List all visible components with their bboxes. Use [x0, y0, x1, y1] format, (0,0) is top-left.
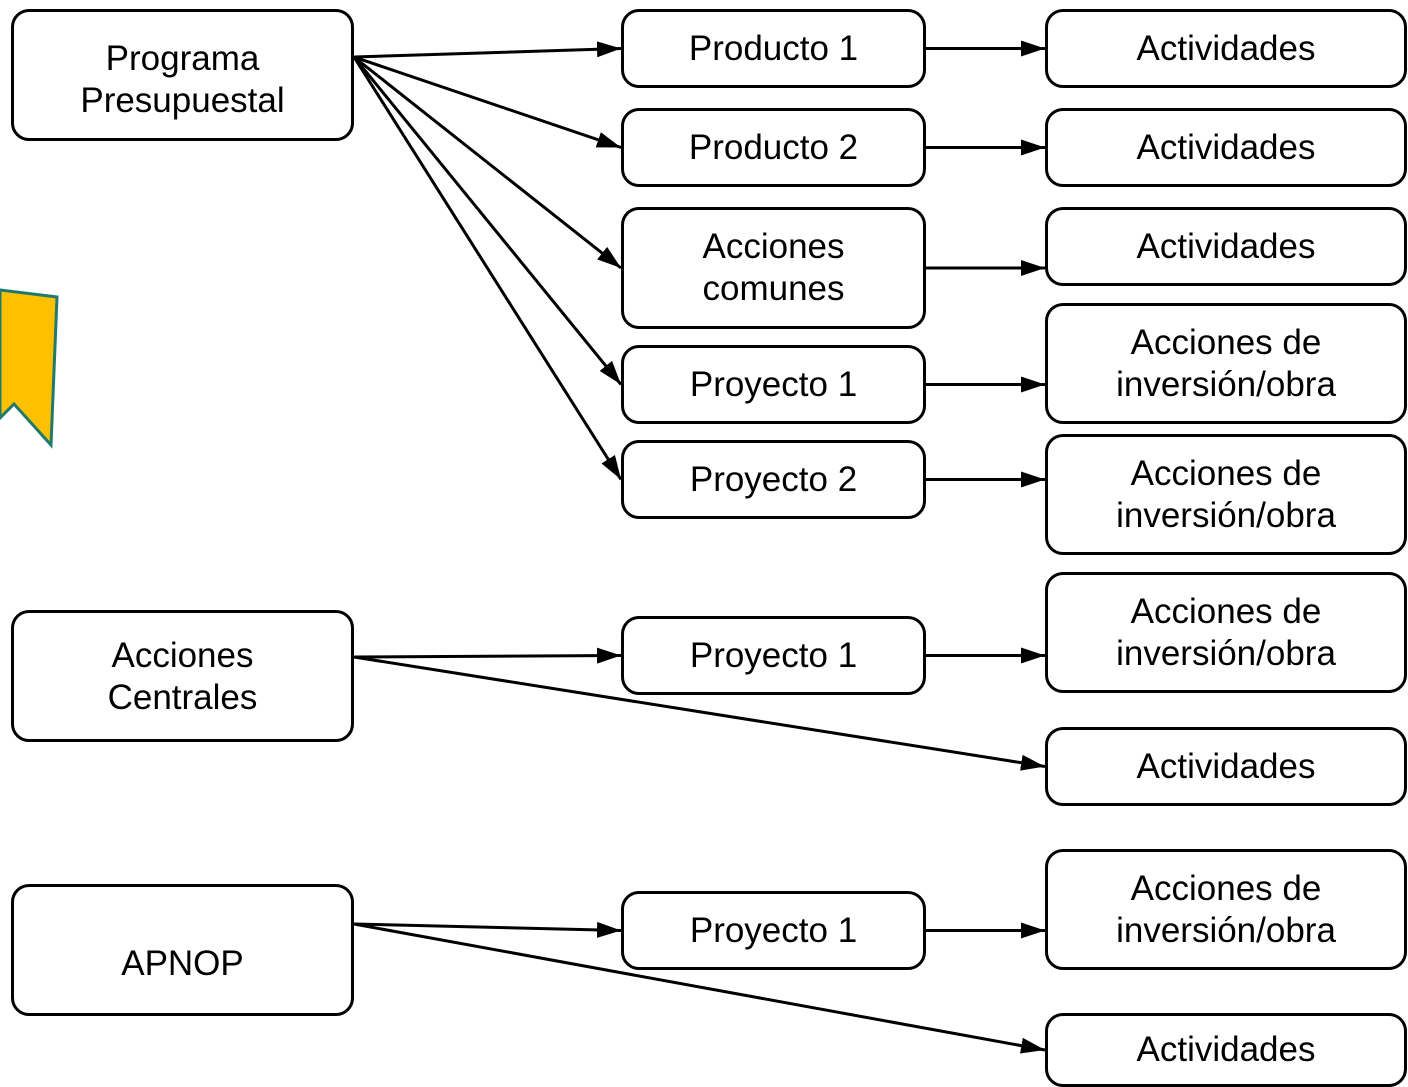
arrow-programa_presupuestal-to-pp_proyecto_1: [352, 56, 623, 386]
node-acciones-centrales: Acciones Centrales: [11, 610, 354, 742]
node-actividades-acciones-comunes: Actividades: [1045, 207, 1407, 286]
node-inversion-ac-proyecto-1: Acciones de inversión/obra: [1045, 572, 1407, 693]
arrow-programa_presupuestal-to-pp_proyecto_2: [352, 56, 623, 481]
arrow-programa_presupuestal-to-producto_1: [353, 41, 622, 59]
arrow-apnop-to-apnop_proyecto_1: [353, 921, 622, 938]
arrow-apnop-to-act_apnop: [353, 922, 1046, 1054]
node-acciones-comunes: Acciones comunes: [621, 207, 926, 329]
node-apnop-proyecto-1: Proyecto 1: [621, 891, 926, 970]
node-inversion-pp-proyecto-1: Acciones de inversión/obra: [1045, 303, 1407, 424]
node-producto-1: Producto 1: [621, 9, 926, 88]
node-inversion-pp-proyecto-2: Acciones de inversión/obra: [1045, 434, 1407, 555]
node-pp-proyecto-2: Proyecto 2: [621, 440, 926, 519]
arrow-programa_presupuestal-to-acciones_comunes: [353, 55, 622, 270]
node-actividades-producto-1: Actividades: [1045, 9, 1407, 88]
arrow-programa_presupuestal-to-producto_2: [353, 55, 622, 149]
node-apnop: APNOP: [11, 884, 354, 1016]
node-actividades-producto-2: Actividades: [1045, 108, 1407, 187]
arrow-acciones_centrales-to-ac_proyecto_1: [353, 647, 622, 664]
node-actividades-apnop: Actividades: [1045, 1013, 1407, 1087]
node-pp-proyecto-1: Proyecto 1: [621, 345, 926, 424]
node-ac-proyecto-1: Proyecto 1: [621, 616, 926, 695]
node-producto-2: Producto 2: [621, 108, 926, 187]
arrow-acciones_centrales-to-act_acciones_centrales: [353, 655, 1046, 771]
node-inversion-apnop-proyecto-1: Acciones de inversión/obra: [1045, 849, 1407, 970]
node-programa-presupuestal: Programa Presupuestal: [11, 9, 354, 141]
node-actividades-acciones-centrales: Actividades: [1045, 727, 1407, 806]
